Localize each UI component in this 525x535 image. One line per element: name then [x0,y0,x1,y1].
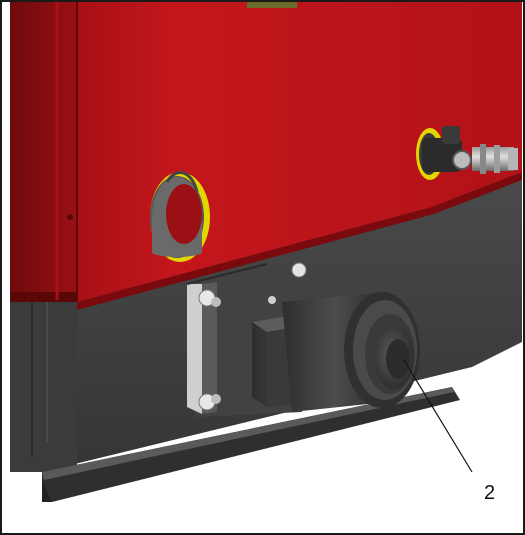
gear-motor-icon [186,262,420,417]
bottom-flange [42,387,460,502]
pipe-port-icon [150,171,210,262]
callout-number: 2 [484,482,496,504]
ball-valve-icon [416,126,518,180]
callout-leader [403,359,473,473]
